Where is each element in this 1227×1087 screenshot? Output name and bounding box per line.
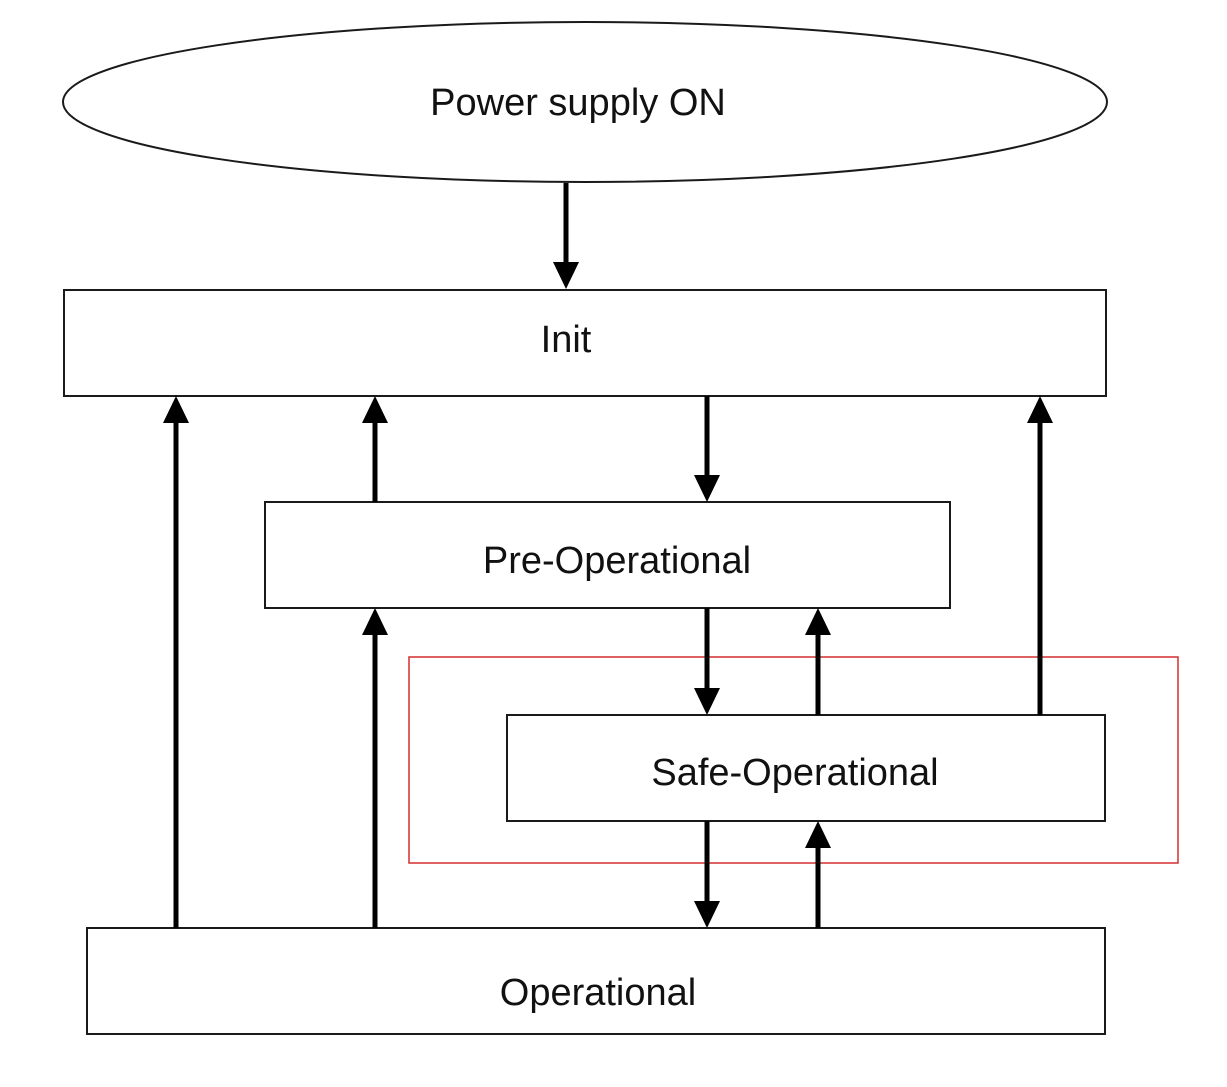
node-safe-operational-label: Safe-Operational xyxy=(651,752,938,794)
edge-safe-operational-to-pre-operational xyxy=(805,608,831,715)
edge-operational-to-safe-operational xyxy=(805,821,831,928)
node-operational: Operational xyxy=(86,927,1106,1035)
edge-power-on-to-init xyxy=(553,183,579,289)
node-init-label: Init xyxy=(541,319,592,361)
node-safe-operational: Safe-Operational xyxy=(506,714,1106,822)
node-power-supply-on-label: Power supply ON xyxy=(430,82,726,124)
edge-safe-operational-to-operational xyxy=(694,821,720,928)
edge-init-to-pre-operational xyxy=(694,396,720,502)
node-init: Init xyxy=(63,289,1107,397)
edge-pre-operational-to-safe-operational xyxy=(694,608,720,715)
edge-operational-to-pre-operational xyxy=(362,608,388,928)
safe-operational-highlight-frame xyxy=(408,656,1179,864)
node-pre-operational-label: Pre-Operational xyxy=(483,540,751,582)
node-operational-label: Operational xyxy=(500,972,696,1014)
edge-operational-to-init xyxy=(163,396,189,928)
edge-safe-operational-to-init xyxy=(1027,396,1053,715)
edge-pre-operational-to-init xyxy=(362,396,388,502)
node-power-supply-on: Power supply ON xyxy=(62,21,1108,183)
node-pre-operational: Pre-Operational xyxy=(264,501,951,609)
